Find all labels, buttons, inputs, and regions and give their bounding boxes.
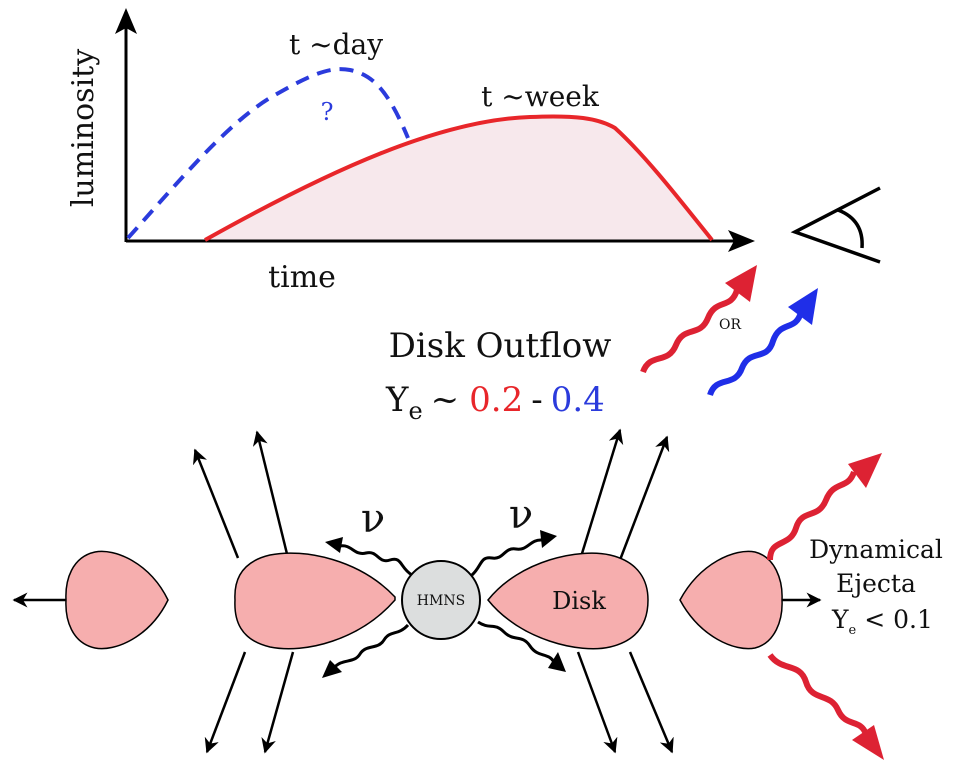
ye-symbol: Y bbox=[385, 380, 409, 420]
neutrino-upper-left bbox=[339, 544, 413, 577]
outflow-arrow-upper-left-1 bbox=[193, 448, 240, 559]
blue-photon-wave bbox=[707, 310, 804, 397]
x-axis-arrowhead bbox=[728, 230, 755, 252]
eye-icon bbox=[790, 186, 881, 264]
y-axis-arrowhead bbox=[115, 8, 137, 34]
hmns-label: HMNS bbox=[417, 593, 465, 609]
neutrino-arrowheads bbox=[322, 530, 566, 678]
neutrino-lower-right bbox=[477, 620, 556, 663]
ye-subscript: e bbox=[408, 397, 422, 425]
neutrino-arrowhead-lower-right bbox=[548, 652, 566, 672]
photon-arrows: OR bbox=[640, 265, 818, 397]
neutrino-arrows bbox=[332, 538, 556, 670]
neutrino-lower-left bbox=[332, 623, 410, 670]
disk-outflow-ye: Ye ~0.2-0.4 bbox=[385, 380, 605, 425]
outflow-arrow-lower-right-1 bbox=[576, 651, 618, 754]
ye-high-value: 0.4 bbox=[551, 380, 605, 420]
neutrino-arrowhead-lower-left bbox=[322, 660, 342, 678]
ejecta-red-wave-down bbox=[767, 653, 869, 736]
blue-uncertain-mark: ? bbox=[321, 98, 334, 126]
hmns-core bbox=[401, 560, 481, 640]
outflow-arrow-upper-right-2 bbox=[618, 435, 670, 561]
light-curve-panel: luminosity time t ~day ? t ~week bbox=[66, 8, 755, 295]
blue-peak-label: t ~day bbox=[289, 28, 383, 61]
x-axis-label: time bbox=[268, 260, 336, 295]
y-axis-label: luminosity bbox=[66, 49, 101, 207]
outflow-arrow-lower-left-1 bbox=[204, 651, 247, 754]
neutrino-label-left: ν bbox=[361, 496, 385, 542]
ye-approx: ~ bbox=[431, 380, 460, 420]
neutrino-label-right: ν bbox=[509, 492, 533, 538]
blue-photon-arrowhead bbox=[788, 288, 818, 325]
ejecta-ye-subscript: e bbox=[849, 623, 857, 638]
red-photon-arrowhead bbox=[725, 265, 757, 302]
left-outer-ejecta-blob bbox=[65, 550, 169, 650]
left-disk-lobe bbox=[234, 552, 396, 650]
ejecta-label-line1: Dynamical bbox=[809, 535, 943, 564]
ejecta-red-wave-up bbox=[767, 470, 857, 561]
neutrino-arrowhead-upper-left bbox=[325, 537, 343, 553]
red-curve-shade bbox=[205, 116, 712, 240]
disk-label: Disk bbox=[552, 587, 606, 615]
red-peak-label: t ~week bbox=[481, 80, 600, 113]
ejecta-ye-value: < 0.1 bbox=[864, 605, 933, 634]
disk-outflow-title: Disk Outflow bbox=[389, 326, 612, 366]
ejecta-label-line2: Ejecta bbox=[836, 569, 916, 598]
ejecta-red-arrowhead-up bbox=[848, 453, 882, 488]
ejecta-red-arrowhead-down bbox=[852, 725, 884, 760]
disk-outflow-label-group: Disk Outflow Ye ~0.2-0.4 bbox=[385, 326, 611, 425]
merger-panel: ν ν HMNS Disk Dynamical Ejecta Ye < 0.1 bbox=[12, 428, 943, 760]
outflow-arrow-upper-left-2 bbox=[252, 430, 290, 559]
outflow-arrow-lower-left-2 bbox=[261, 651, 295, 754]
neutrino-upper-right bbox=[470, 538, 543, 577]
ejecta-ye-symbol: Y bbox=[831, 605, 849, 634]
ye-dash: - bbox=[531, 380, 543, 420]
outflow-arrow-upper-right-1 bbox=[578, 428, 624, 561]
or-label: OR bbox=[719, 317, 741, 333]
red-photon-wave bbox=[640, 288, 740, 374]
outflow-arrow-lower-right-2 bbox=[628, 651, 674, 754]
blue-light-curve bbox=[126, 67, 410, 240]
ye-low-value: 0.2 bbox=[469, 380, 523, 420]
red-light-curve bbox=[204, 114, 714, 242]
right-outer-ejecta-blob bbox=[679, 550, 783, 650]
ejecta-ye-label: Ye < 0.1 bbox=[831, 605, 933, 638]
neutrino-arrowhead-upper-right bbox=[540, 530, 557, 548]
right-disk-lobe bbox=[487, 552, 649, 650]
outflow-arrows bbox=[193, 428, 674, 754]
